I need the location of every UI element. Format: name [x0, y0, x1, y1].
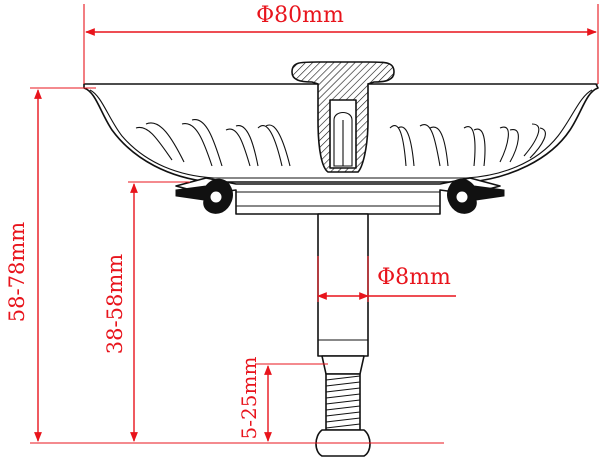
stem-collar: [321, 355, 365, 375]
label-diameter-basket: Φ80mm: [256, 3, 344, 28]
stem: [317, 213, 369, 357]
seal-right: [447, 178, 505, 214]
label-overall-height: 58-78mm: [5, 222, 29, 322]
threaded-rod: [325, 373, 361, 431]
seal-left: [175, 178, 233, 214]
dimension-labels: Φ80mm 58-78mm 38-58mm Φ8mm 5-25mm: [5, 3, 451, 439]
strainer-drawing: [83, 61, 599, 457]
dimension-lines: [30, 4, 599, 444]
basket-slots: [135, 119, 546, 167]
label-thread-length: 5-25mm: [237, 357, 261, 440]
label-stem-height: 38-58mm: [103, 254, 127, 354]
label-diameter-stem: Φ8mm: [377, 265, 451, 290]
